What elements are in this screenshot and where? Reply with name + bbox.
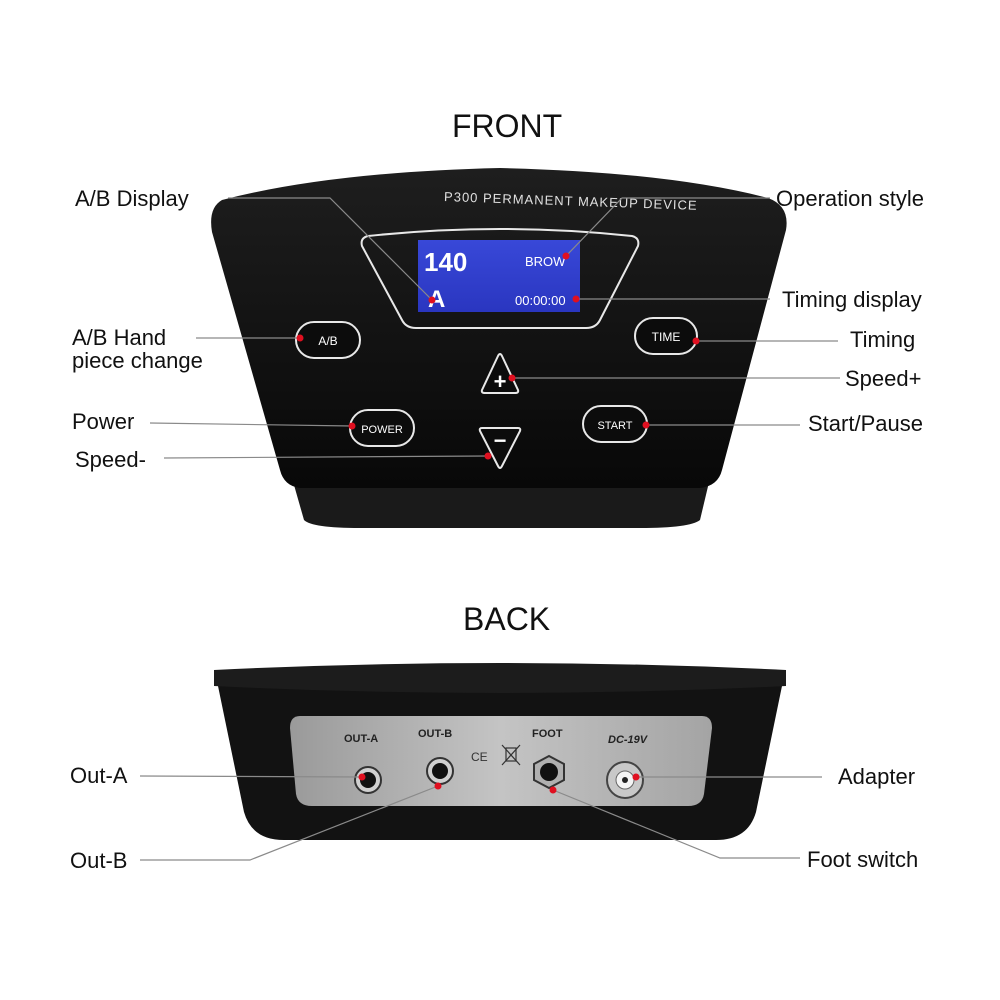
lcd-style-value: BROW xyxy=(525,254,566,269)
dot-ab-display xyxy=(428,296,436,304)
dot-start-pause xyxy=(642,421,650,429)
speed-plus-button[interactable]: + xyxy=(480,353,520,394)
out-b-port[interactable] xyxy=(426,757,454,785)
leader-power xyxy=(149,422,353,427)
start-button-label: START xyxy=(597,420,632,432)
callout-power: Power xyxy=(72,409,135,434)
front-base xyxy=(292,478,710,528)
dot-speed-minus xyxy=(484,452,492,460)
dot-operation-style xyxy=(562,252,570,260)
speed-minus-button[interactable]: − xyxy=(478,427,522,469)
dc-port-label: DC-19V xyxy=(608,734,649,746)
dc-port[interactable] xyxy=(606,761,644,799)
time-button-label: TIME xyxy=(652,330,681,344)
back-title: BACK xyxy=(463,601,551,637)
foot-port[interactable] xyxy=(533,754,565,790)
out-a-port-label: OUT-A xyxy=(344,733,378,745)
leader-ab-display xyxy=(228,197,433,301)
dot-speed-plus xyxy=(508,374,516,382)
callout-ab-display: A/B Display xyxy=(75,186,189,211)
front-callout-dots xyxy=(296,252,700,460)
weee-bin-icon xyxy=(501,744,521,766)
out-a-port[interactable] xyxy=(354,766,382,794)
minus-icon: − xyxy=(494,428,507,453)
screen-bezel xyxy=(360,228,640,329)
back-lid xyxy=(214,663,786,693)
back-port-panel xyxy=(290,716,712,806)
leader-speed-minus xyxy=(163,455,489,459)
leader-out-b xyxy=(140,785,439,861)
dot-out-b xyxy=(434,782,442,790)
back-device xyxy=(214,663,786,840)
power-button-label: POWER xyxy=(361,424,403,436)
callout-ab-hand-line1: A/B Hand xyxy=(72,325,167,350)
callout-adapter: Adapter xyxy=(838,764,916,789)
foot-port-label: FOOT xyxy=(532,728,563,740)
dot-timing xyxy=(692,337,700,345)
ab-button-label: A/B xyxy=(318,334,337,348)
power-button[interactable]: POWER xyxy=(349,409,415,447)
dot-foot-switch xyxy=(549,786,557,794)
front-device xyxy=(211,168,787,528)
dot-adapter xyxy=(632,773,640,781)
callout-timing-display: Timing display xyxy=(782,287,922,312)
lcd-timer-value: 00:00:00 xyxy=(515,293,566,308)
time-button[interactable]: TIME xyxy=(634,317,698,355)
callout-ab-hand-line2: piece change xyxy=(72,348,203,373)
lcd-speed-value: 140 xyxy=(424,247,467,277)
callout-start-pause: Start/Pause xyxy=(808,411,923,436)
dot-timing-display xyxy=(572,295,580,303)
callout-timing: Timing xyxy=(850,327,916,352)
dot-out-a xyxy=(358,773,366,781)
callout-speed-minus: Speed- xyxy=(75,447,146,472)
back-callout-dots xyxy=(358,773,640,794)
dot-ab-hand xyxy=(296,334,304,342)
callout-out-a: Out-A xyxy=(70,763,128,788)
front-title: FRONT xyxy=(452,108,563,144)
leader-operation-style xyxy=(565,197,770,257)
start-button[interactable]: START xyxy=(582,405,648,443)
lcd-screen xyxy=(418,240,580,312)
ce-mark: CE xyxy=(471,750,488,764)
callout-out-b: Out-B xyxy=(70,848,128,873)
front-leader-lines xyxy=(149,197,840,459)
callout-foot-switch: Foot switch xyxy=(807,847,919,872)
out-b-port-label: OUT-B xyxy=(418,728,452,740)
leader-foot-switch xyxy=(552,789,800,859)
back-leader-lines xyxy=(139,775,822,861)
lcd-handpiece-value: A xyxy=(428,286,445,313)
leader-out-a xyxy=(139,775,363,778)
ab-button[interactable]: A/B xyxy=(295,321,361,359)
dot-power xyxy=(348,422,356,430)
plus-icon: + xyxy=(494,369,507,394)
callout-speed-plus: Speed+ xyxy=(845,366,922,391)
callout-operation-style: Operation style xyxy=(776,186,924,211)
